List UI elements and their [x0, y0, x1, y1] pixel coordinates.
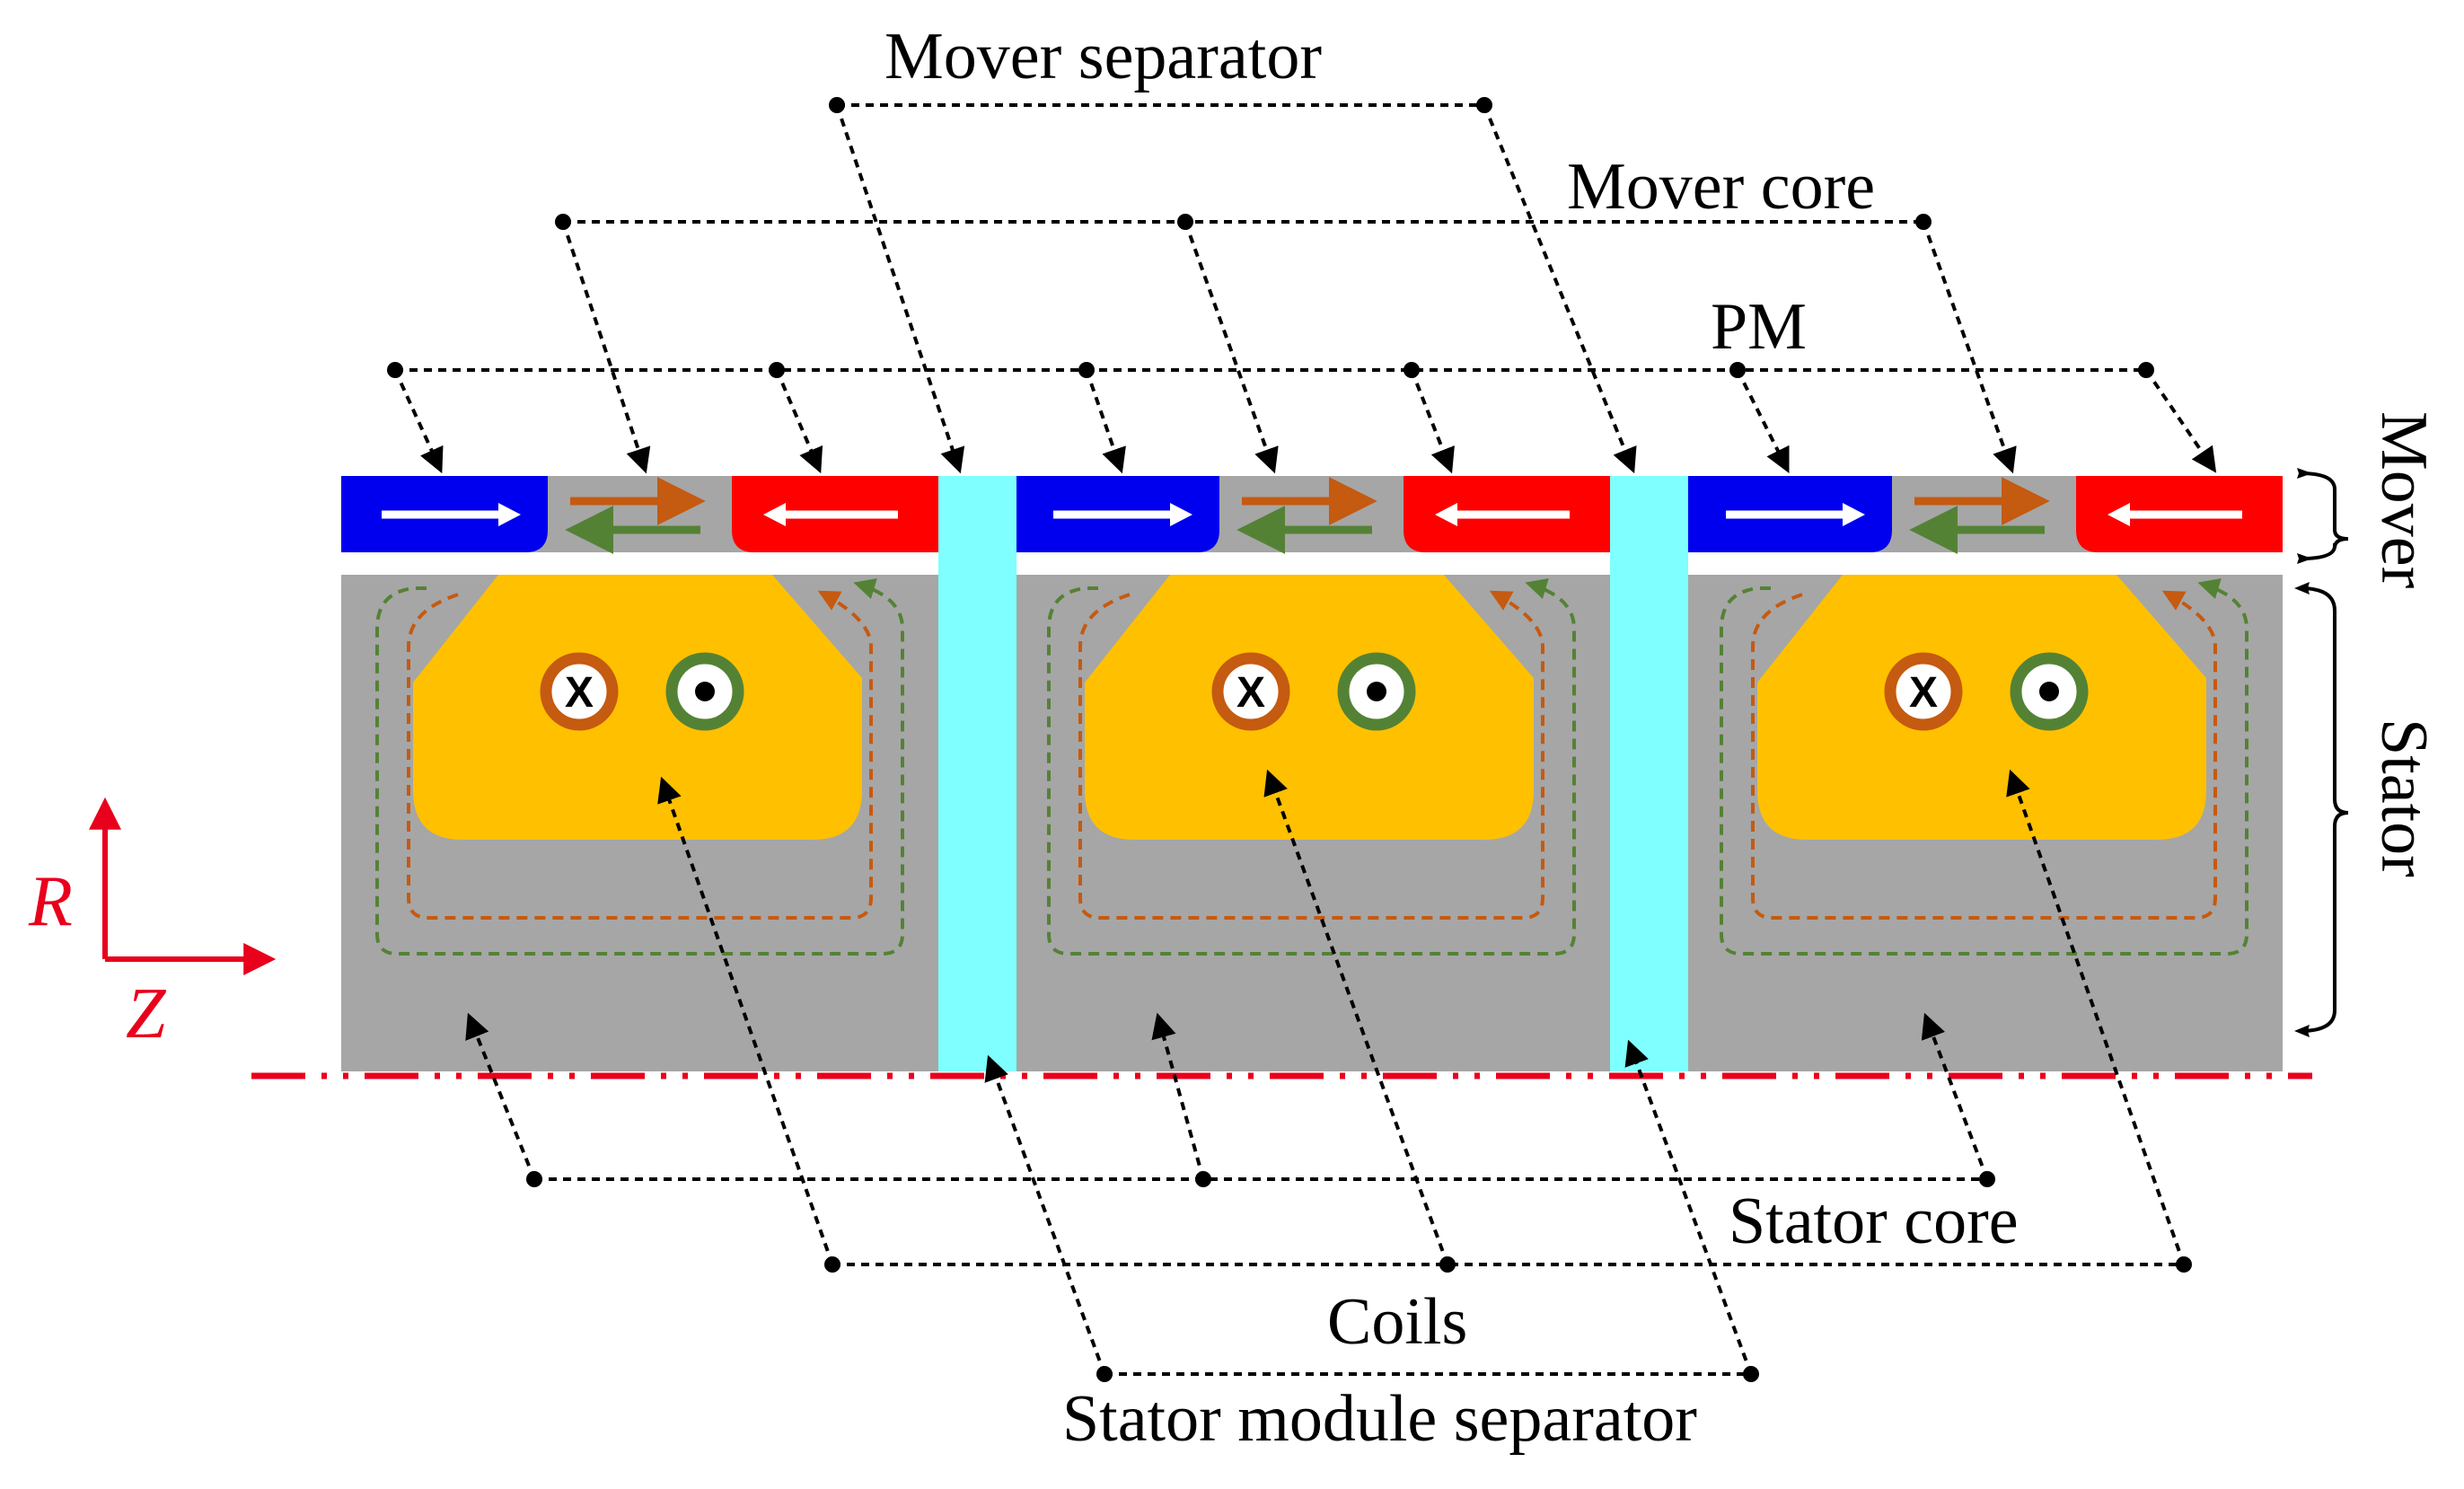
pm-arrowhead-right: [498, 503, 521, 526]
leader-line: [1263, 769, 1449, 1265]
leader-lines: [387, 97, 2217, 1382]
pm-arrowhead-left: [1435, 503, 1457, 526]
leader-line: [984, 1054, 1106, 1375]
mover-core-label: Mover core: [1567, 150, 1875, 224]
stator-core-label: Stator core: [1729, 1185, 2019, 1258]
flux-path-green: [1720, 578, 2248, 956]
leader-line: [1085, 369, 1126, 474]
current-out-dot: [1367, 682, 1386, 701]
current-into-mark: X: [1236, 669, 1265, 717]
flux-path-orange: [1751, 590, 2217, 920]
flux-path-green: [1047, 578, 1576, 956]
mover: [341, 476, 2283, 575]
pm-label: PM: [1711, 290, 1807, 364]
flux-path-orange: [407, 590, 873, 920]
leader-line: [1483, 104, 1637, 474]
flux-path-orange: [1078, 590, 1544, 920]
coordinate-axes: [89, 797, 277, 975]
mover-brace: [2300, 471, 2349, 560]
coil: [413, 575, 862, 840]
coil: [1757, 575, 2206, 840]
pm-arrowhead-left: [2108, 503, 2130, 526]
leader-line: [393, 369, 444, 474]
mover-brace-arrow-bottom: [2297, 553, 2312, 564]
r-axis-label: R: [28, 862, 73, 941]
mover-separator-label: Mover separator: [884, 20, 1322, 93]
current-into-mark: X: [565, 669, 594, 717]
mover-label: Mover: [2367, 411, 2441, 588]
mover-brace-arrow-top: [2297, 468, 2312, 479]
stator-brace: [2300, 586, 2349, 1033]
leader-line: [775, 369, 823, 474]
z-axis-label: Z: [126, 974, 167, 1053]
pm-arrowhead-left: [763, 503, 786, 526]
pm-arrowhead-right: [1170, 503, 1192, 526]
leader-line: [1624, 1039, 1753, 1375]
air-gap: [341, 552, 2283, 575]
stator-brace-arrow-bottom: [2294, 1025, 2310, 1037]
leader-line: [1921, 1012, 1989, 1180]
stator-module-separator: [938, 476, 1016, 1071]
current-into-symbol: [540, 652, 619, 731]
current-into-symbol: [1884, 652, 1963, 731]
leader-line: [1736, 369, 1790, 474]
leader-line: [1410, 369, 1455, 474]
coils-label: Coils: [1327, 1285, 1467, 1359]
current-into-symbol: [1211, 652, 1290, 731]
current-into-mark: X: [1909, 669, 1938, 717]
current-out-dot: [695, 682, 715, 701]
stator-module-separator: [1610, 476, 1688, 1071]
coil: [1085, 575, 1534, 840]
leader-line: [465, 1012, 536, 1180]
leader-line: [1922, 221, 2017, 474]
stator-module-separator-label: Stator module separator: [1062, 1382, 1697, 1456]
stator-label: Stator: [2367, 718, 2441, 877]
leader-line: [561, 221, 651, 474]
flux-path-green: [375, 578, 904, 956]
stator-brace-arrow-top: [2294, 582, 2310, 595]
leader-line: [835, 104, 965, 474]
mover-core: [341, 476, 2283, 552]
leader-line: [1184, 221, 1279, 474]
pm-arrowhead-right: [1843, 503, 1865, 526]
leader-line: [2144, 368, 2217, 473]
leader-line: [2006, 769, 2186, 1265]
current-out-dot: [2039, 682, 2059, 701]
